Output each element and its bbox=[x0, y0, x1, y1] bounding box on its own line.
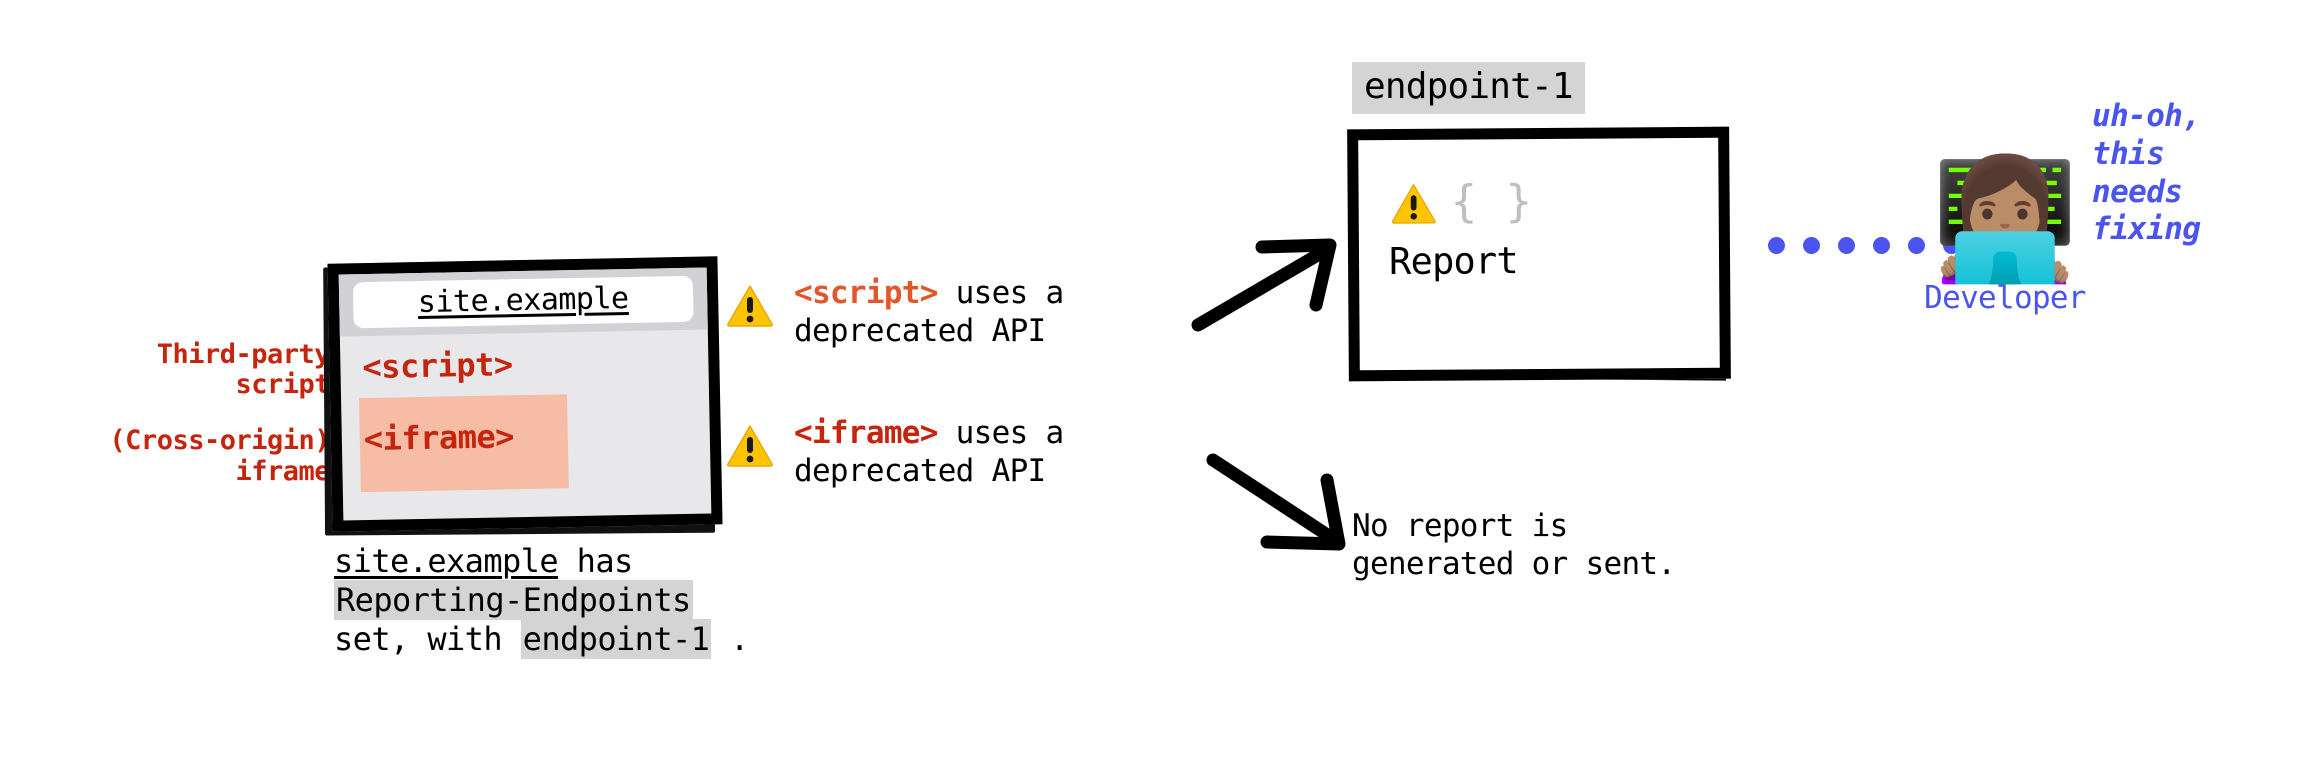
connector-dot bbox=[1768, 237, 1785, 254]
left-annotations: Third-party script (Cross-origin) iframe bbox=[0, 339, 331, 487]
arrow-down-icon bbox=[1206, 453, 1346, 551]
script-tag-label: <script> bbox=[362, 345, 513, 387]
annotation-line: script bbox=[235, 369, 330, 401]
iframe-tag-label: <iframe> bbox=[363, 417, 515, 459]
caption-set-with: set, with bbox=[334, 620, 521, 659]
developer-label: Developer bbox=[1924, 280, 2086, 316]
caption-header-code: Reporting-Endpoints bbox=[334, 580, 693, 621]
no-report-line2: generated or sent. bbox=[1352, 545, 1676, 582]
browser-chrome-bar: site.example bbox=[338, 267, 708, 337]
developer-thought-text: uh-oh, this needs fixing bbox=[2092, 98, 2201, 249]
warning-tag-iframe: <iframe> bbox=[794, 415, 938, 451]
no-report-text: No report is generated or sent. bbox=[1352, 508, 1676, 584]
warning-rest-script: uses a bbox=[937, 275, 1064, 311]
warning-row-iframe: <iframe> uses a deprecated API bbox=[726, 415, 1064, 491]
warning-line2-script: deprecated API bbox=[794, 312, 1046, 349]
annotation-line: iframe bbox=[235, 455, 330, 487]
url-bar[interactable]: site.example bbox=[352, 275, 694, 329]
warning-text-script: <script> uses a deprecated API bbox=[794, 275, 1064, 351]
arrow-up-icon bbox=[1191, 238, 1337, 332]
caption-site: site.example bbox=[334, 542, 559, 580]
report-box-frame: { } Report bbox=[1347, 126, 1731, 382]
warning-icon bbox=[1391, 183, 1436, 224]
annotation-cross-origin-iframe: (Cross-origin) iframe bbox=[0, 425, 330, 487]
warning-icon bbox=[727, 285, 773, 327]
developer-group: 👩🏽‍💻 Developer bbox=[1895, 160, 2115, 316]
connector-dot bbox=[1873, 237, 1890, 254]
developer-avatar-icon: 👩🏽‍💻 bbox=[1931, 150, 2079, 288]
annotation-line: Third-party bbox=[156, 339, 331, 370]
report-title: Report bbox=[1388, 239, 1519, 284]
connector-dot bbox=[1838, 237, 1855, 254]
report-icon-group: { } bbox=[1390, 176, 1534, 228]
report-box: { } Report bbox=[1347, 126, 1731, 382]
thought-line: needs bbox=[2092, 173, 2183, 210]
annotation-third-party-script: Third-party script bbox=[0, 339, 331, 401]
dotted-connector bbox=[1768, 237, 1960, 254]
url-text: site.example bbox=[417, 280, 629, 321]
json-braces-icon: { } bbox=[1450, 176, 1534, 228]
browser-window-frame: site.example <script> <iframe> bbox=[327, 256, 723, 532]
endpoint-label: endpoint-1 bbox=[1352, 62, 1585, 114]
caption-has: has bbox=[558, 542, 634, 580]
warning-icon bbox=[727, 425, 773, 467]
caption-endpoint-code: endpoint-1 bbox=[520, 619, 712, 660]
connector-dot bbox=[1908, 237, 1925, 254]
annotation-line: (Cross-origin) bbox=[109, 425, 330, 457]
caption-period: . bbox=[711, 620, 749, 659]
warning-tag-script: <script> bbox=[794, 275, 938, 311]
connector-dot bbox=[1803, 237, 1820, 254]
warning-line2-iframe: deprecated API bbox=[794, 452, 1046, 489]
browser-window: site.example <script> <iframe> bbox=[323, 256, 723, 536]
warning-text-iframe: <iframe> uses a deprecated API bbox=[794, 415, 1064, 491]
no-report-line1: No report is bbox=[1352, 508, 1568, 544]
warning-row-script: <script> uses a deprecated API bbox=[726, 275, 1064, 351]
thought-line: this bbox=[2092, 135, 2165, 172]
warning-rest-iframe: uses a bbox=[937, 415, 1064, 451]
browser-caption: site.example has Reporting-Endpoints set… bbox=[334, 542, 994, 660]
thought-line: uh-oh, bbox=[2092, 98, 2201, 134]
thought-line: fixing bbox=[2092, 211, 2201, 248]
connector-dot bbox=[1943, 237, 1960, 254]
